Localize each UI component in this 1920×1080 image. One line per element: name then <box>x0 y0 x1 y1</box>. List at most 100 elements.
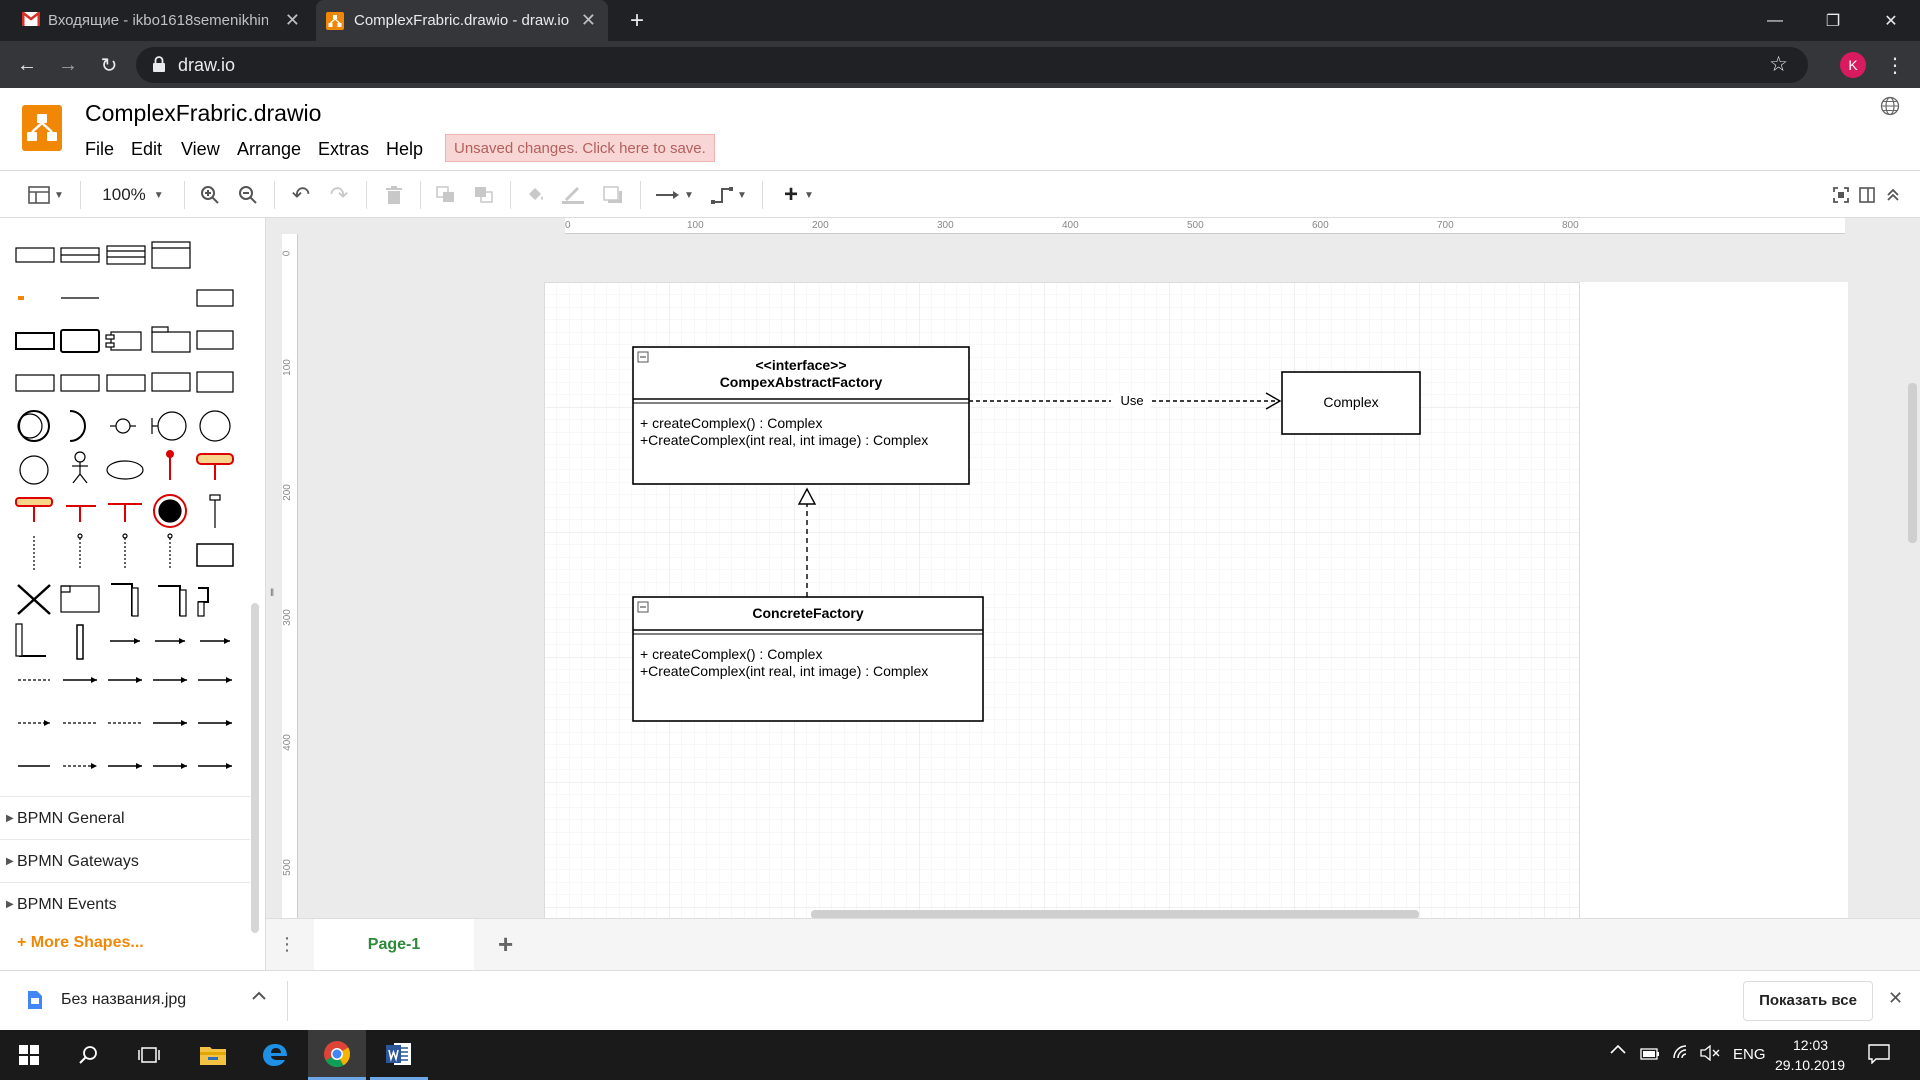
search-icon[interactable] <box>60 1030 118 1080</box>
task-view-icon[interactable] <box>120 1030 178 1080</box>
file-icon <box>28 991 42 1009</box>
battery-icon[interactable] <box>1640 1048 1660 1060</box>
menu-file[interactable]: File <box>85 139 115 159</box>
input-language[interactable]: ENG <box>1733 1046 1766 1063</box>
fill-color-icon <box>524 183 548 207</box>
gmail-icon <box>22 12 40 26</box>
diagram-canvas[interactable]: ‖ 0 100 200 300 400 500 600 700 800 0 10… <box>266 218 1920 918</box>
language-globe-icon[interactable] <box>1880 96 1900 116</box>
page-tab-bar: ⋮ Page-1 + <box>266 918 1920 971</box>
ruler-label: 100 <box>281 359 293 376</box>
connection-style-icon[interactable]: ▼ <box>654 183 696 207</box>
profile-avatar[interactable]: K <box>1840 52 1866 78</box>
forward-arrow-icon[interactable]: → <box>58 53 78 76</box>
tray-chevron-up-icon[interactable] <box>1610 1044 1626 1054</box>
collapse-chevron-icon[interactable] <box>1882 183 1904 207</box>
drawio-tab-icon <box>326 12 344 30</box>
windows-start-icon[interactable] <box>0 1030 58 1080</box>
download-bar: Без названия.jpg Показать все ✕ <box>0 970 1920 1030</box>
add-page-plus-icon[interactable]: + <box>498 929 514 959</box>
concrete-method: +CreateComplex(int real, int image) : Co… <box>640 663 929 679</box>
panel-resize-handle[interactable]: ‖ <box>270 588 275 599</box>
download-bar-close-icon[interactable]: ✕ <box>1888 988 1904 1008</box>
sidebar-section-bpmn-gateways[interactable]: ▶BPMN Gateways <box>0 839 250 882</box>
page-tab-page-1[interactable]: Page-1 <box>314 919 474 971</box>
back-arrow-icon[interactable]: ← <box>17 53 37 76</box>
insert-plus-icon[interactable]: +▼ <box>784 181 814 208</box>
edge-browser-icon[interactable] <box>246 1030 304 1080</box>
format-panel-icon[interactable] <box>1856 183 1878 207</box>
minimize-icon[interactable]: — <box>1767 11 1783 29</box>
lock-icon <box>152 56 166 73</box>
menu-view[interactable]: View <box>181 139 220 159</box>
clock-date[interactable]: 29.10.2019 <box>1775 1057 1846 1073</box>
tab-drawio[interactable]: ComplexFrabric.drawio - draw.io ✕ <box>316 0 608 41</box>
show-all-downloads-button[interactable]: Показать все <box>1743 981 1873 1021</box>
waypoints-icon[interactable]: ▼ <box>708 183 750 207</box>
canvas-vertical-scrollbar[interactable] <box>1908 383 1917 543</box>
zoom-dropdown[interactable]: 100%▼ <box>102 185 164 204</box>
address-bar[interactable]: draw.io ☆ <box>136 47 1808 83</box>
new-tab-plus-icon[interactable]: + <box>629 6 644 34</box>
complex-class-shape[interactable] <box>1281 371 1421 435</box>
toolbar-separator <box>420 181 421 209</box>
use-edge-label: Use <box>1113 393 1151 408</box>
bookmark-star-icon[interactable]: ☆ <box>1769 53 1788 76</box>
sidebar-section-bpmn-events[interactable]: ▶BPMN Events <box>0 882 250 925</box>
file-explorer-icon[interactable] <box>184 1030 242 1080</box>
unsaved-changes-button[interactable]: Unsaved changes. Click here to save. <box>445 134 715 162</box>
browser-tab-bar: Входящие - ikbo1618semenikhin ✕ ComplexF… <box>0 0 1920 41</box>
notification-center-icon[interactable] <box>1868 1044 1890 1064</box>
canvas-horizontal-scrollbar[interactable] <box>811 910 1419 918</box>
more-shapes-button[interactable]: + More Shapes... <box>17 934 144 951</box>
chrome-browser-icon[interactable] <box>308 1030 366 1080</box>
menu-help[interactable]: Help <box>386 139 424 159</box>
download-file-name[interactable]: Без названия.jpg <box>61 991 187 1008</box>
tab-close-icon[interactable]: ✕ <box>580 10 596 30</box>
ruler-label: 200 <box>281 484 293 501</box>
vertical-ruler: 0 100 200 300 400 500 <box>281 234 298 918</box>
menu-extras[interactable]: Extras <box>318 139 370 159</box>
toolbar-separator <box>640 181 641 209</box>
tab-close-icon[interactable]: ✕ <box>284 10 300 30</box>
maximize-icon[interactable]: ❐ <box>1825 12 1841 30</box>
ruler-label: 600 <box>1312 220 1329 231</box>
download-chevron-up-icon[interactable] <box>252 991 266 1001</box>
ruler-label: 0 <box>565 220 571 231</box>
reload-icon[interactable]: ↻ <box>100 54 118 77</box>
delete-trash-icon <box>382 183 406 207</box>
word-icon[interactable] <box>370 1030 428 1080</box>
sidebar-scrollbar[interactable] <box>251 603 259 933</box>
ruler-label: 500 <box>281 859 293 876</box>
url-text: draw.io <box>178 55 236 75</box>
sidebar-section-bpmn-general[interactable]: ▶BPMN General <box>0 796 250 839</box>
interface-class-shape[interactable] <box>632 346 970 485</box>
uml-shape-palette[interactable] <box>0 218 245 788</box>
undo-icon[interactable]: ↶ <box>291 182 311 207</box>
pages-menu-icon[interactable]: ⋮ <box>278 934 296 954</box>
chrome-menu-icon[interactable]: ⋮ <box>1885 54 1905 77</box>
line-color-icon <box>560 183 586 207</box>
fullscreen-icon[interactable] <box>1830 183 1852 207</box>
ruler-label: 800 <box>1562 220 1579 231</box>
clock-time[interactable]: 12:03 <box>1793 1037 1829 1053</box>
ruler-label: 400 <box>281 734 293 751</box>
collapse-triangle-icon: ▶ <box>6 899 14 910</box>
window-close-icon[interactable]: ✕ <box>1884 12 1898 30</box>
menu-arrange[interactable]: Arrange <box>237 139 302 159</box>
speaker-muted-icon[interactable] <box>1700 1045 1720 1061</box>
realization-edge[interactable] <box>797 487 817 597</box>
collapse-triangle-icon: ▶ <box>6 813 14 824</box>
toolbar-separator <box>80 181 81 209</box>
concrete-class-shape[interactable] <box>632 596 984 722</box>
diagram-page[interactable]: <<interface>> CompexAbstractFactory + cr… <box>544 282 1848 918</box>
zoom-out-icon[interactable] <box>236 183 260 207</box>
use-dependency-edge[interactable] <box>969 392 1282 410</box>
document-title[interactable]: ComplexFrabric.drawio <box>85 100 322 126</box>
tab-gmail[interactable]: Входящие - ikbo1618semenikhin ✕ <box>22 0 312 41</box>
menu-edit[interactable]: Edit <box>131 139 163 159</box>
drawio-logo <box>22 105 62 151</box>
zoom-in-icon[interactable] <box>198 183 222 207</box>
panel-layout-icon[interactable]: ▼ <box>26 183 66 207</box>
wifi-icon[interactable] <box>1672 1044 1690 1060</box>
